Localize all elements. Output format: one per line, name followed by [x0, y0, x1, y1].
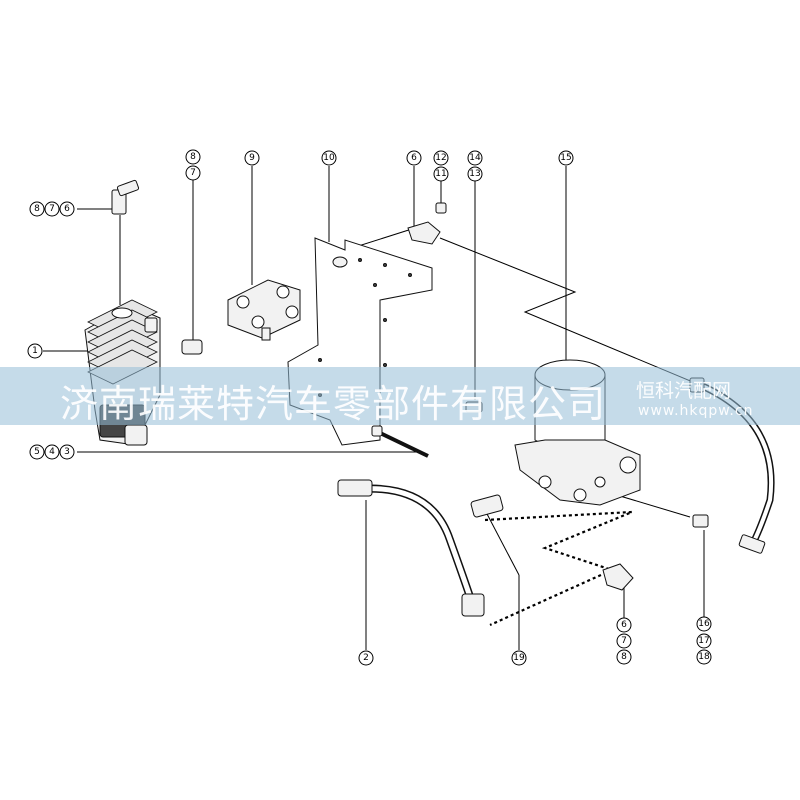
- callout-circle: [27, 343, 43, 359]
- elbow-fitting-lower: [602, 563, 634, 591]
- callout-number: 7: [49, 204, 55, 214]
- callout-c-15: 15: [558, 150, 574, 166]
- callout-number: 7: [621, 636, 627, 646]
- callout-c-19: 19: [511, 650, 527, 666]
- callout-c-7c: 7: [616, 633, 632, 649]
- callout-number: 8: [34, 204, 40, 214]
- callout-number: 8: [621, 652, 627, 662]
- callout-circle: [185, 165, 201, 181]
- callout-c-9: 9: [244, 150, 260, 166]
- callout-number: 6: [64, 204, 70, 214]
- callout-c-8c: 8: [616, 649, 632, 665]
- callout-number: 17: [698, 636, 709, 646]
- callout-c-17: 17: [696, 633, 712, 649]
- callout-circle: [616, 617, 632, 633]
- callout-circle: [29, 444, 45, 460]
- left-hose: [337, 479, 485, 617]
- callout-c-4: 4: [44, 444, 60, 460]
- callout-circle: [59, 444, 75, 460]
- callout-circle: [44, 201, 60, 217]
- callout-number: 18: [698, 652, 710, 662]
- callout-c-1: 1: [27, 343, 43, 359]
- callout-c-6a: 6: [406, 150, 422, 166]
- callout-circle: [321, 150, 337, 166]
- callout-circle: [433, 166, 449, 182]
- callout-number: 16: [698, 619, 710, 629]
- callout-c-2: 2: [358, 650, 374, 666]
- callout-number: 13: [469, 169, 480, 179]
- callout-c-12: 12: [433, 150, 449, 166]
- callout-c-10: 10: [321, 150, 337, 166]
- callout-circle: [59, 201, 75, 217]
- callout-c-5: 5: [29, 444, 45, 460]
- callout-circle: [358, 650, 374, 666]
- plug-fitting: [181, 339, 203, 355]
- callout-circle: [511, 650, 527, 666]
- callout-c-6b: 6: [59, 201, 75, 217]
- watermark-site: 恒科汽配网: [636, 380, 732, 402]
- callout-c-16: 16: [696, 616, 712, 632]
- watermark-banner: [0, 367, 800, 425]
- callout-circle: [467, 150, 483, 166]
- callout-number: 8: [190, 152, 196, 162]
- elbow-fitting-mid: [407, 221, 441, 245]
- callout-c-8a: 8: [185, 149, 201, 165]
- callout-number: 7: [190, 168, 196, 178]
- callout-circle: [696, 616, 712, 632]
- callout-number: 10: [323, 153, 335, 163]
- callout-number: 12: [435, 153, 446, 163]
- callout-c-7a: 7: [185, 165, 201, 181]
- callout-circle: [44, 444, 60, 460]
- callout-number: 14: [469, 153, 481, 163]
- callout-c-7b: 7: [44, 201, 60, 217]
- callout-circle: [244, 150, 260, 166]
- callout-c-11: 11: [433, 166, 449, 182]
- callout-number: 6: [621, 620, 627, 630]
- callout-circle: [433, 150, 449, 166]
- callout-number: 1: [32, 346, 38, 356]
- callout-number: 4: [49, 447, 55, 457]
- straight-fitting: [470, 494, 504, 518]
- callout-c-18: 18: [696, 649, 712, 665]
- four-circuit-valve: [227, 279, 301, 341]
- callout-circle: [616, 633, 632, 649]
- callout-c-8b: 8: [29, 201, 45, 217]
- callout-circle: [467, 166, 483, 182]
- callout-number: 3: [64, 447, 70, 457]
- small-bolt: [435, 202, 447, 214]
- callout-number: 15: [560, 153, 571, 163]
- callout-c-6c: 6: [616, 617, 632, 633]
- callout-number: 5: [34, 447, 40, 457]
- callout-number: 9: [249, 153, 255, 163]
- callout-circle: [185, 149, 201, 165]
- callout-circle: [616, 649, 632, 665]
- callout-number: 11: [435, 169, 446, 179]
- callout-circle: [406, 150, 422, 166]
- watermark-url: www.hkqpw.cn: [638, 403, 754, 419]
- callout-circle: [558, 150, 574, 166]
- watermark-company: 济南瑞莱特汽车零部件有限公司: [60, 382, 607, 426]
- callout-number: 19: [513, 653, 525, 663]
- callout-number: 6: [411, 153, 417, 163]
- callout-circle: [696, 649, 712, 665]
- dashed-guide: [484, 510, 633, 627]
- elbow-fitting-top: [111, 179, 140, 215]
- callout-circle: [696, 633, 712, 649]
- callout-c-14: 14: [467, 150, 483, 166]
- callout-c-13: 13: [467, 166, 483, 182]
- callout-number: 2: [363, 653, 369, 663]
- callout-circle: [29, 201, 45, 217]
- callout-c-3: 3: [59, 444, 75, 460]
- long-bolt: [371, 425, 429, 458]
